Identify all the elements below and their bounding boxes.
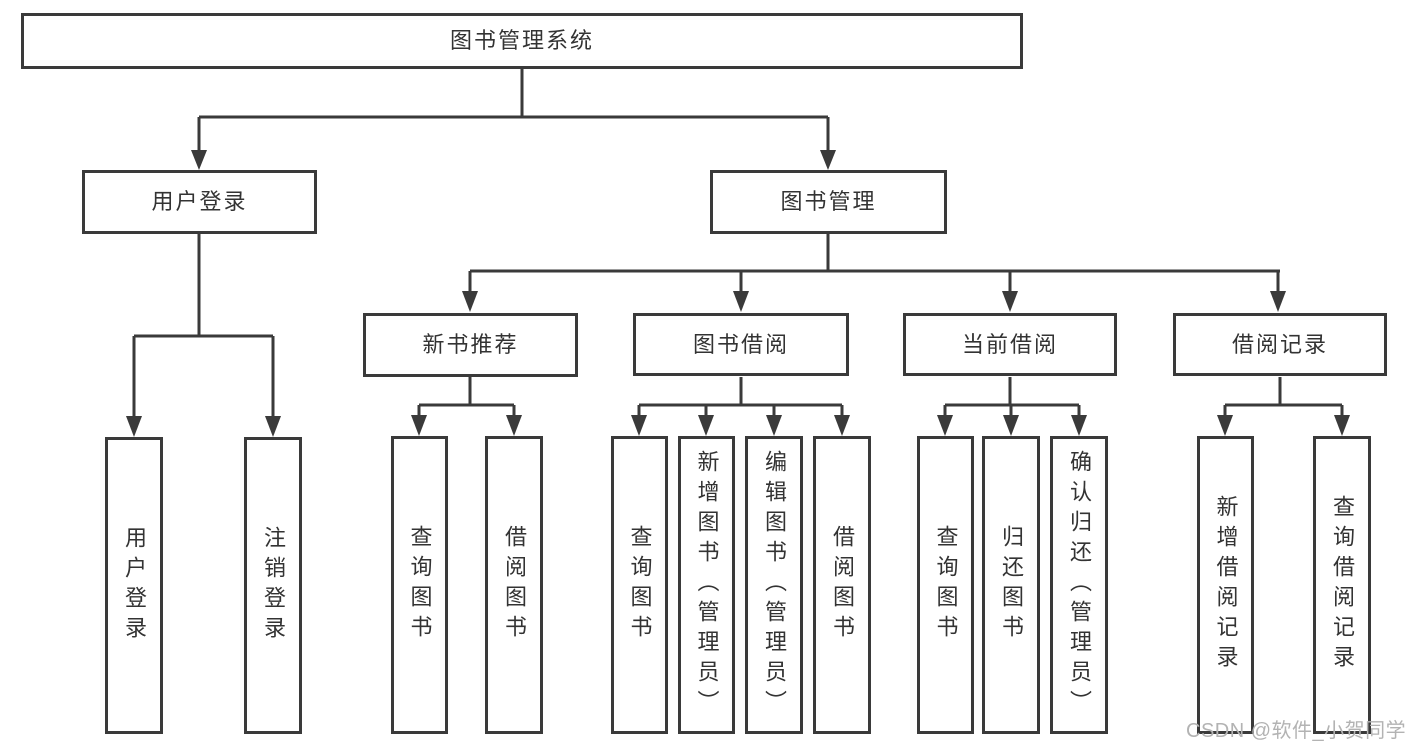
watermark: CSDN @软件_小贺同学 <box>1186 720 1405 742</box>
connector-user-login-children <box>126 234 281 437</box>
node-new-book-recommend: 新书推荐 <box>363 313 578 377</box>
connector-root-to-level2 <box>191 67 836 170</box>
node-book-management: 图书管理 <box>710 170 947 234</box>
leaf-newbook-query-books: 查询图书 <box>391 436 448 734</box>
leaf-record-add-borrow-record: 新增借阅记录 <box>1197 436 1254 734</box>
leaf-borrow-edit-books-admin: 编辑图书（管理员） <box>745 436 803 734</box>
leaf-borrow-borrow-books: 借阅图书 <box>813 436 871 734</box>
leaf-logout: 注销登录 <box>244 437 302 734</box>
leaf-record-query-borrow-record: 查询借阅记录 <box>1313 436 1371 734</box>
leaf-borrow-query-books: 查询图书 <box>611 436 668 734</box>
leaf-current-query-books: 查询图书 <box>917 436 974 734</box>
connector-borrow-record-children <box>1217 377 1350 436</box>
arrow-down-icon <box>506 415 522 436</box>
arrow-down-icon <box>1217 415 1233 436</box>
arrow-down-icon <box>820 150 836 170</box>
arrow-down-icon <box>411 415 427 436</box>
arrow-down-icon <box>1270 291 1286 312</box>
node-user-login: 用户登录 <box>82 170 317 234</box>
arrow-down-icon <box>733 291 749 312</box>
connector-book-borrow-children <box>631 377 850 436</box>
connector-new-book-children <box>411 377 522 436</box>
arrow-down-icon <box>1002 291 1018 312</box>
arrow-down-icon <box>265 416 281 437</box>
leaf-newbook-borrow-books: 借阅图书 <box>485 436 543 734</box>
leaf-user-login: 用户登录 <box>105 437 163 734</box>
leaf-current-return-books: 归还图书 <box>982 436 1040 734</box>
arrow-down-icon <box>126 416 142 437</box>
connector-current-borrow-children <box>937 377 1087 436</box>
arrow-down-icon <box>462 291 478 312</box>
arrow-down-icon <box>1003 415 1019 436</box>
arrow-down-icon <box>766 415 782 436</box>
arrow-down-icon <box>834 415 850 436</box>
arrow-down-icon <box>631 415 647 436</box>
arrow-down-icon <box>1334 415 1350 436</box>
leaf-borrow-add-books-admin: 新增图书（管理员） <box>678 436 735 734</box>
arrow-down-icon <box>191 150 207 170</box>
connector-book-management-children <box>462 234 1286 312</box>
leaf-current-confirm-return-admin: 确认归还（管理员） <box>1050 436 1108 734</box>
arrow-down-icon <box>1071 415 1087 436</box>
node-borrow-record: 借阅记录 <box>1173 313 1387 376</box>
node-root: 图书管理系统 <box>21 13 1023 69</box>
node-book-borrow: 图书借阅 <box>633 313 849 376</box>
arrow-down-icon <box>698 415 714 436</box>
node-current-borrow: 当前借阅 <box>903 313 1117 376</box>
arrow-down-icon <box>937 415 953 436</box>
